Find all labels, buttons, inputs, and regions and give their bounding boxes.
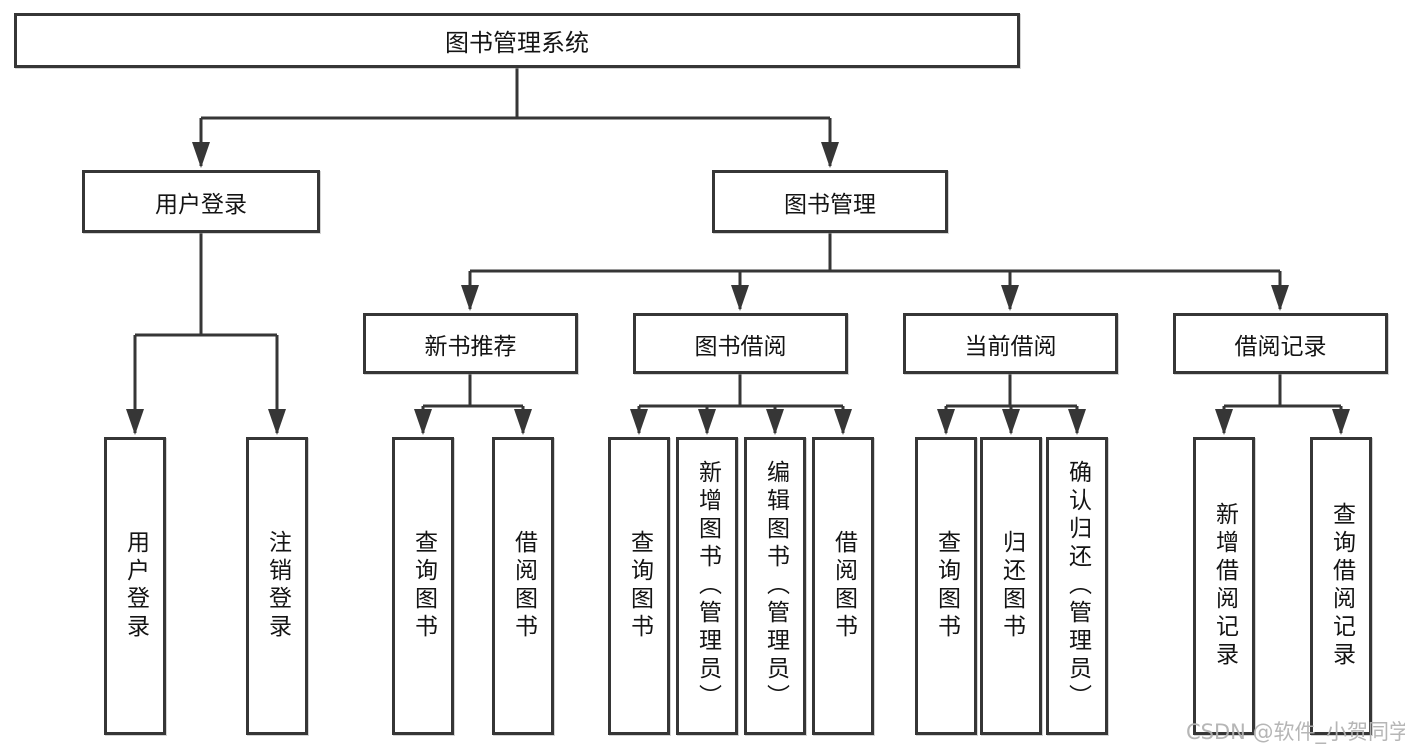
leaf-borrowing-borrow-books: 借阅图书 xyxy=(812,437,874,735)
leaf-borrowing-edit-books-admin: 编辑图书（管理员） xyxy=(744,437,806,735)
leaf-current-confirm-return-admin: 确认归还（管理员） xyxy=(1046,437,1108,735)
leaf-current-return-books: 归还图书 xyxy=(980,437,1042,735)
node-borrow-records: 借阅记录 xyxy=(1173,313,1388,374)
leaf-borrowing-query-books: 查询图书 xyxy=(608,437,670,735)
leaf-newbook-borrow-books: 借阅图书 xyxy=(492,437,554,735)
leaf-borrowing-add-books-admin: 新增图书（管理员） xyxy=(676,437,738,735)
leaf-newbook-query-books: 查询图书 xyxy=(392,437,454,735)
node-user-login: 用户登录 xyxy=(82,170,320,233)
leaf-logout: 注销登录 xyxy=(246,437,308,735)
node-new-book-recommend: 新书推荐 xyxy=(363,313,578,374)
node-current-borrowing: 当前借阅 xyxy=(903,313,1118,374)
csdn-watermark: CSDN @软件_小贺同学 xyxy=(1186,720,1405,744)
leaf-records-query-borrow-record: 查询借阅记录 xyxy=(1310,437,1372,735)
leaf-user-login: 用户登录 xyxy=(104,437,166,735)
node-book-management: 图书管理 xyxy=(712,170,948,233)
leaf-current-query-books: 查询图书 xyxy=(915,437,977,735)
node-library-management-system: 图书管理系统 xyxy=(14,13,1020,68)
node-book-borrowing: 图书借阅 xyxy=(633,313,848,374)
leaf-records-add-borrow-record: 新增借阅记录 xyxy=(1193,437,1255,735)
